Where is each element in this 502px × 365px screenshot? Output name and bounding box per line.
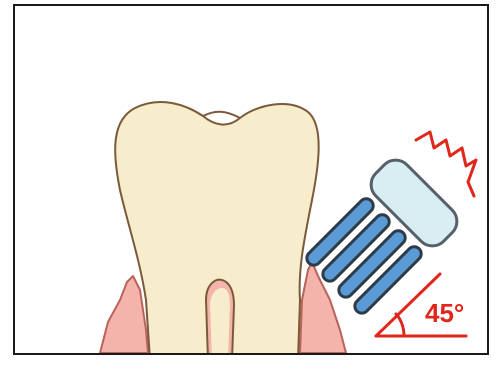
toothbrush <box>304 154 464 317</box>
gum-left <box>100 276 148 353</box>
angle-label: 45° <box>425 298 464 328</box>
toothbrush-head <box>365 154 464 253</box>
tooth-root-canal <box>206 280 234 360</box>
